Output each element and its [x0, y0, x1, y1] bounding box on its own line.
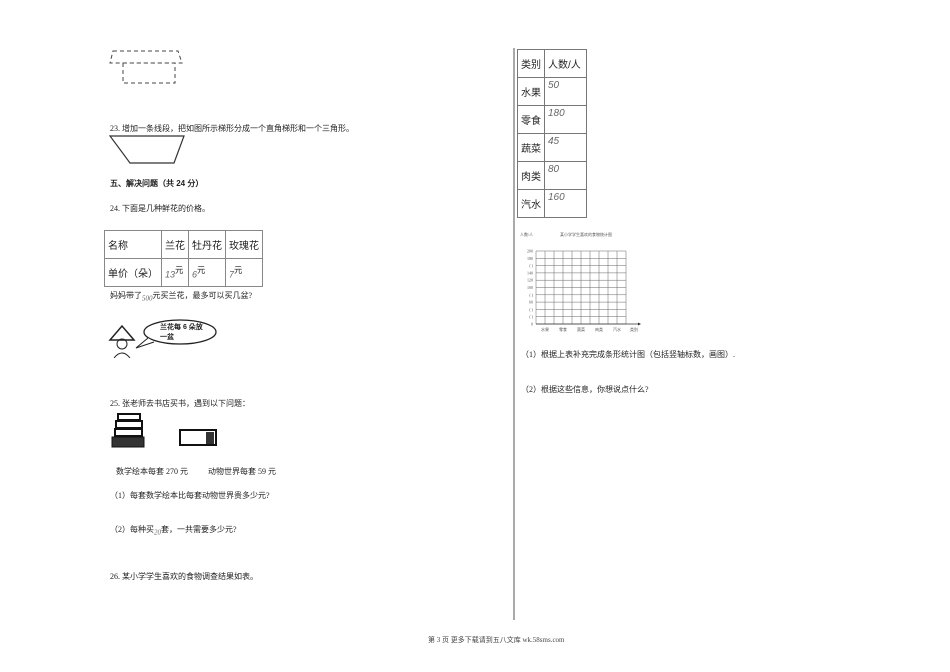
chart-title: 某小学学生喜欢的食物统计图 [560, 231, 612, 237]
dashed-figure [109, 50, 183, 84]
count-cell: 80 [544, 161, 587, 190]
ytick-label: ( ) [529, 307, 533, 312]
category-cell: 零食 [517, 105, 545, 134]
category-cell: 肉类 [517, 161, 545, 190]
trapezoid-figure [108, 135, 185, 164]
count-cell: 160 [544, 189, 587, 218]
price-cell: 7元 [225, 258, 263, 287]
section-title: 五、解决问题（共 24 分） [110, 179, 204, 188]
header-lanhua: 兰花 [161, 230, 189, 259]
category-cell: 水果 [517, 77, 545, 106]
speech-bubble-text: 兰花每 6 朵放一盆 [160, 324, 203, 341]
chart-ylabel: 人数/人 [520, 231, 533, 237]
books-illustration [111, 413, 217, 448]
ytick-label: 200 [527, 249, 533, 254]
chart-xlabel: 类别 [630, 326, 638, 332]
x-axis-arrow-icon [638, 322, 641, 326]
ytick-label: ( ) [529, 292, 533, 297]
row-label: 单价（朵） [104, 258, 162, 287]
xtick-label: 蔬菜 [577, 326, 585, 332]
header-mudan: 牡丹花 [188, 230, 226, 259]
farmer-illustration [108, 319, 217, 358]
count-cell: 50 [544, 77, 587, 106]
xtick-label: 肉类 [595, 326, 603, 332]
xtick-label: 水果 [541, 326, 549, 332]
q24-text: 24. 下面是几种鲜花的价格。 [110, 204, 210, 213]
book1-price: 数学绘本每套 270 元 [116, 467, 188, 476]
xtick-label: 零食 [559, 326, 567, 332]
page-footer: 第 3 页 更多下载请到五八文库 wk.58sms.com [428, 636, 565, 644]
bar-chart: 人数/人 某小学学生喜欢的食物统计图 200 180 ( ) 140 120 100 ( )… [520, 231, 641, 332]
category-cell: 汽水 [517, 189, 545, 218]
q26-sub1: （1）根据上表补充完成条形统计图（包括竖轴标数，画图）. [521, 350, 735, 359]
header-meigui: 玫瑰花 [225, 230, 263, 259]
flower-price-table: 名称兰花牡丹花玫瑰花 单价（朵） 13元 6元 7元 [104, 230, 263, 287]
ytick-label: 0 [531, 322, 533, 327]
ytick-label: ( ) [529, 263, 533, 268]
price-cell: 13元 [161, 258, 189, 287]
header-category: 类别 [517, 49, 545, 78]
xtick-label: 汽水 [613, 326, 621, 332]
ytick-label: 60 [529, 300, 533, 305]
header-count: 人数/人 [544, 49, 587, 78]
ytick-label: 180 [527, 256, 533, 261]
book2-price: 动物世界每套 59 元 [208, 467, 276, 476]
ytick-label: 100 [527, 285, 533, 290]
q25-text: 25. 张老师去书店买书，遇到以下问题： [110, 399, 250, 408]
column-divider [513, 48, 515, 620]
ytick-label: 120 [527, 278, 533, 283]
ytick-label: ( ) [529, 314, 533, 319]
category-cell: 蔬菜 [517, 133, 545, 162]
q26-text: 26. 某小学学生喜欢的食物调查结果如表。 [110, 572, 258, 581]
ytick-label: 140 [527, 270, 533, 275]
price-cell: 6元 [188, 258, 226, 287]
q25-sub1: （1）每套数学绘本比每套动物世界贵多少元? [110, 491, 270, 500]
q25-sub2: （2）每种买20套，一共需要多少元? [110, 525, 237, 537]
count-cell: 180 [544, 105, 587, 134]
header-name: 名称 [104, 230, 162, 259]
count-cell: 45 [544, 133, 587, 162]
q26-sub2: （2）根据这些信息，你想说点什么? [521, 385, 649, 394]
q24-question: 妈妈带了500元买兰花，最多可以买几盆? [110, 291, 253, 303]
q23-text: 23. 增加一条线段，把如图所示梯形分成一个直角梯形和一个三角形。 [110, 124, 354, 133]
